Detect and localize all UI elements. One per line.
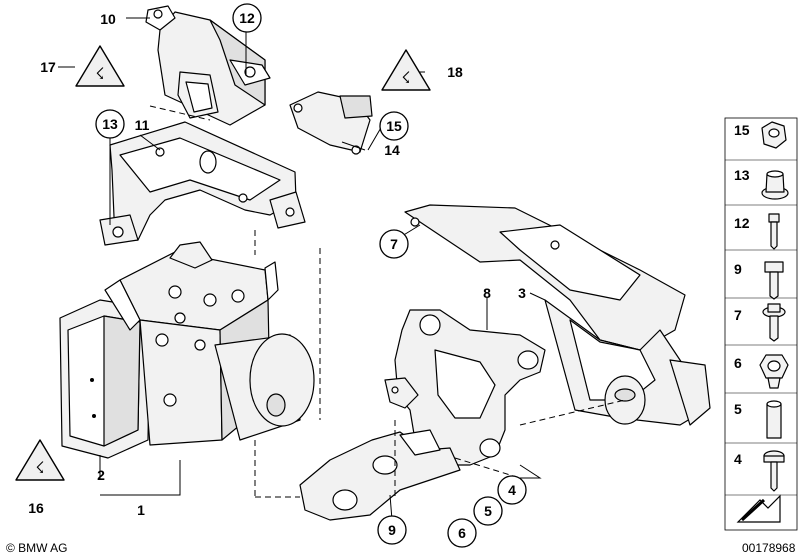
label-4: 4 xyxy=(508,482,516,498)
dashed-lines xyxy=(149,105,626,500)
carrier-3 xyxy=(404,204,711,426)
legend-num-4: 4 xyxy=(734,451,742,467)
bracket-11 xyxy=(99,121,306,246)
label-1: 1 xyxy=(137,502,145,518)
nut-icon xyxy=(761,121,787,149)
plate-9 xyxy=(299,429,461,521)
legend-num-9: 9 xyxy=(734,261,742,277)
part-labels: 10 12 17 18 13 11 15 14 7 8 3 2 1 16 9 6… xyxy=(28,10,526,541)
bolt-icon xyxy=(764,261,784,300)
sensor-unit xyxy=(145,5,271,126)
warning-triangle-18: ☇ xyxy=(381,49,431,91)
legend-num-5: 5 xyxy=(734,401,742,417)
esd-hand-icon: ☇ xyxy=(95,64,104,83)
abs-hydraulic-unit xyxy=(59,241,315,459)
label-12: 12 xyxy=(239,10,255,26)
label-5: 5 xyxy=(484,503,492,519)
label-15: 15 xyxy=(386,118,402,134)
grommet-icon xyxy=(759,354,789,389)
legend-num-15: 15 xyxy=(734,122,750,138)
warning-triangle-17: ☇ xyxy=(75,45,125,87)
label-14: 14 xyxy=(384,142,400,158)
pan-screw-icon xyxy=(763,450,785,492)
label-6: 6 xyxy=(458,525,466,541)
label-17: 17 xyxy=(40,59,56,75)
label-10: 10 xyxy=(100,11,116,27)
copyright-text: © BMW AG xyxy=(6,541,68,555)
flange-nut-icon xyxy=(761,170,789,200)
esd-hand-icon: ☇ xyxy=(401,68,410,87)
legend-num-7: 7 xyxy=(734,307,742,323)
warning-triangle-16: ☇ xyxy=(15,439,65,481)
esd-hand-icon: ☇ xyxy=(35,458,44,477)
label-16: 16 xyxy=(28,500,44,516)
diagram-number: 00178968 xyxy=(742,541,796,555)
label-7: 7 xyxy=(390,236,398,252)
label-8: 8 xyxy=(483,285,491,301)
bolt-collar-icon xyxy=(762,303,786,342)
label-2: 2 xyxy=(97,467,105,483)
legend-num-12: 12 xyxy=(734,215,750,231)
callout-circles xyxy=(95,3,527,548)
legend-num-6: 6 xyxy=(734,355,742,371)
sleeve-icon xyxy=(766,400,782,439)
label-11: 11 xyxy=(135,117,150,133)
label-13: 13 xyxy=(102,116,118,132)
legend-num-13: 13 xyxy=(734,167,750,183)
label-18: 18 xyxy=(447,64,463,80)
fastener-legend: 15 13 12 9 7 6 xyxy=(724,117,798,531)
arrow-symbol-icon xyxy=(736,494,781,523)
sensor-14 xyxy=(289,91,373,155)
screw-icon xyxy=(768,213,780,250)
label-3: 3 xyxy=(518,285,526,301)
label-9: 9 xyxy=(388,522,396,538)
bracket-8 xyxy=(384,309,546,466)
